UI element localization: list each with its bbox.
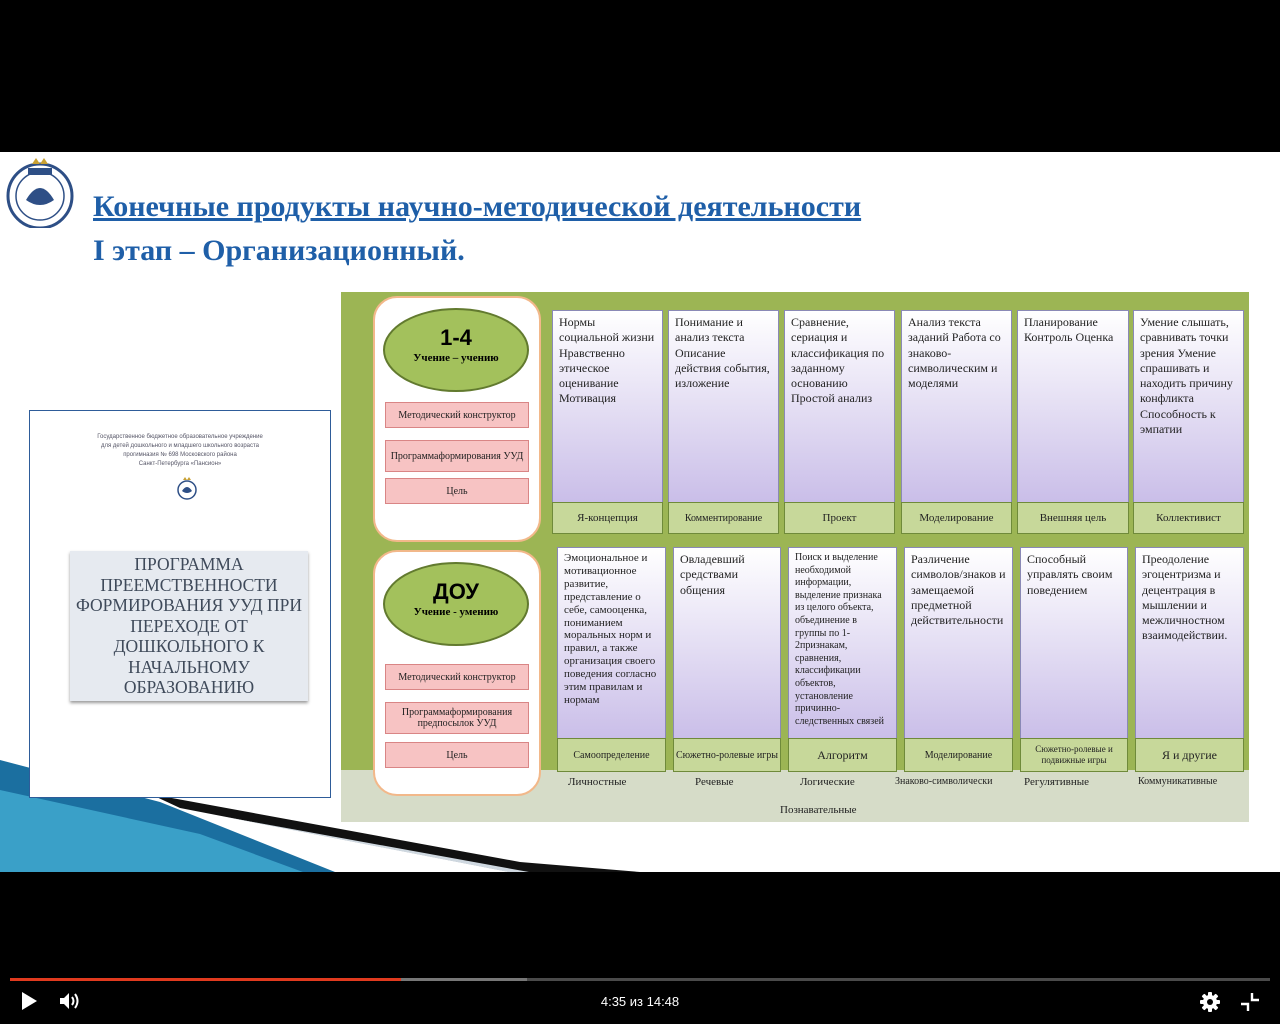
top-card: Умение слышать, сравнивать точки зрения … xyxy=(1133,310,1244,506)
top-footer: Я-концепция xyxy=(552,502,663,534)
panel-ellipse: 1-4 Учение – учению xyxy=(383,308,529,392)
bottom-card: Различение символов/знаков и замещаемой … xyxy=(904,547,1013,743)
settings-icon[interactable] xyxy=(1199,991,1221,1013)
player-controls: 4:35 из 14:48 xyxy=(0,872,1280,1024)
panel-1-4: 1-4 Учение – учению Методический констру… xyxy=(373,296,541,542)
play-icon[interactable] xyxy=(18,990,40,1012)
book-header: Государственное бюджетное образовательно… xyxy=(40,433,320,469)
bottom-card: Поиск и выделение необходимой информации… xyxy=(788,547,897,743)
book-header-line: Санкт-Петербурга «Пансион» xyxy=(138,461,222,467)
method-constructor-button[interactable]: Методический конструктор xyxy=(385,664,529,690)
exit-fullscreen-icon[interactable] xyxy=(1239,991,1261,1013)
bottom-footer: Самоопределение xyxy=(557,738,666,772)
category-label: Личностные xyxy=(568,776,627,788)
volume-icon[interactable] xyxy=(58,990,82,1012)
program-button[interactable]: Программаформирования УУД xyxy=(385,440,529,472)
top-footer: Моделирование xyxy=(901,502,1012,534)
top-card: Понимание и анализ текста Описание дейст… xyxy=(668,310,779,506)
progress-played xyxy=(10,978,401,981)
book-logo-icon xyxy=(177,477,197,500)
category-label: Логические xyxy=(800,776,855,788)
category-label: Знаково-символически xyxy=(895,776,993,787)
top-footer: Комментирование xyxy=(668,502,779,534)
category-label: Коммуникативные xyxy=(1138,776,1218,787)
top-card: Планирование Контроль Оценка xyxy=(1017,310,1129,506)
bottom-card: Преодоление эгоцентризма и децентрация в… xyxy=(1135,547,1244,743)
bottom-footer: Алгоритм xyxy=(788,738,897,772)
goal-button[interactable]: Цель xyxy=(385,742,529,768)
panel-big-label: 1-4 xyxy=(440,325,472,350)
top-footer: Коллективист xyxy=(1133,502,1244,534)
bottom-footer: Моделирование xyxy=(904,738,1013,772)
logo-icon xyxy=(6,158,74,228)
time-display: 4:35 из 14:48 xyxy=(600,994,680,1009)
presentation-slide: Конечные продукты научно-методической де… xyxy=(0,152,1280,872)
program-button[interactable]: Программаформирования предпосылок УУД xyxy=(385,702,529,734)
progress-bar[interactable] xyxy=(10,978,1270,981)
program-book-cover: Государственное бюджетное образовательно… xyxy=(29,410,331,798)
bottom-card: Эмоциональное и мотивационное развитие, … xyxy=(557,547,666,743)
top-footer: Проект xyxy=(784,502,895,534)
top-footer: Внешняя цель xyxy=(1017,502,1129,534)
panel-dou: ДОУ Учение - умению Методический констру… xyxy=(373,550,541,796)
bottom-footer: Сюжетно-ролевые игры xyxy=(673,738,781,772)
panel-small-label: Учение - умению xyxy=(413,606,499,618)
bottom-card: Способный управлять своим поведением xyxy=(1020,547,1128,743)
bottom-card: Овладевший средствами общения xyxy=(673,547,781,743)
slide-subtitle: I этап – Организационный. xyxy=(93,234,465,267)
book-header-line: прогимназия № 698 Московского района xyxy=(123,452,237,458)
panel-big-label: ДОУ xyxy=(433,579,479,604)
panel-small-label: Учение – учению xyxy=(413,352,499,364)
book-header-line: Государственное бюджетное образовательно… xyxy=(97,434,263,440)
panel-ellipse: ДОУ Учение - умению xyxy=(383,562,529,646)
method-constructor-button[interactable]: Методический конструктор xyxy=(385,402,529,428)
uud-diagram: 1-4 Учение – учению Методический констру… xyxy=(341,292,1249,822)
book-header-line: для детей дошкольного и младшего школьно… xyxy=(100,443,260,449)
category-label: Познавательные xyxy=(780,804,857,816)
category-label: Речевые xyxy=(695,776,734,788)
slide-title: Конечные продукты научно-методической де… xyxy=(93,190,862,223)
goal-button[interactable]: Цель xyxy=(385,478,529,504)
book-title: ПРОГРАММА ПРЕЕМСТВЕННОСТИ ФОРМИРОВАНИЯ У… xyxy=(70,551,308,701)
top-card: Сравнение, сериация и классификация по з… xyxy=(784,310,895,506)
top-card: Нормы социальной жизни Нравственно этиче… xyxy=(552,310,663,506)
top-card: Анализ текста заданий Работа со знаково-… xyxy=(901,310,1012,506)
bottom-footer: Сюжетно-ролевые и подвижные игры xyxy=(1020,738,1128,772)
bottom-footer: Я и другие xyxy=(1135,738,1244,772)
category-label: Регулятивные xyxy=(1024,776,1089,788)
